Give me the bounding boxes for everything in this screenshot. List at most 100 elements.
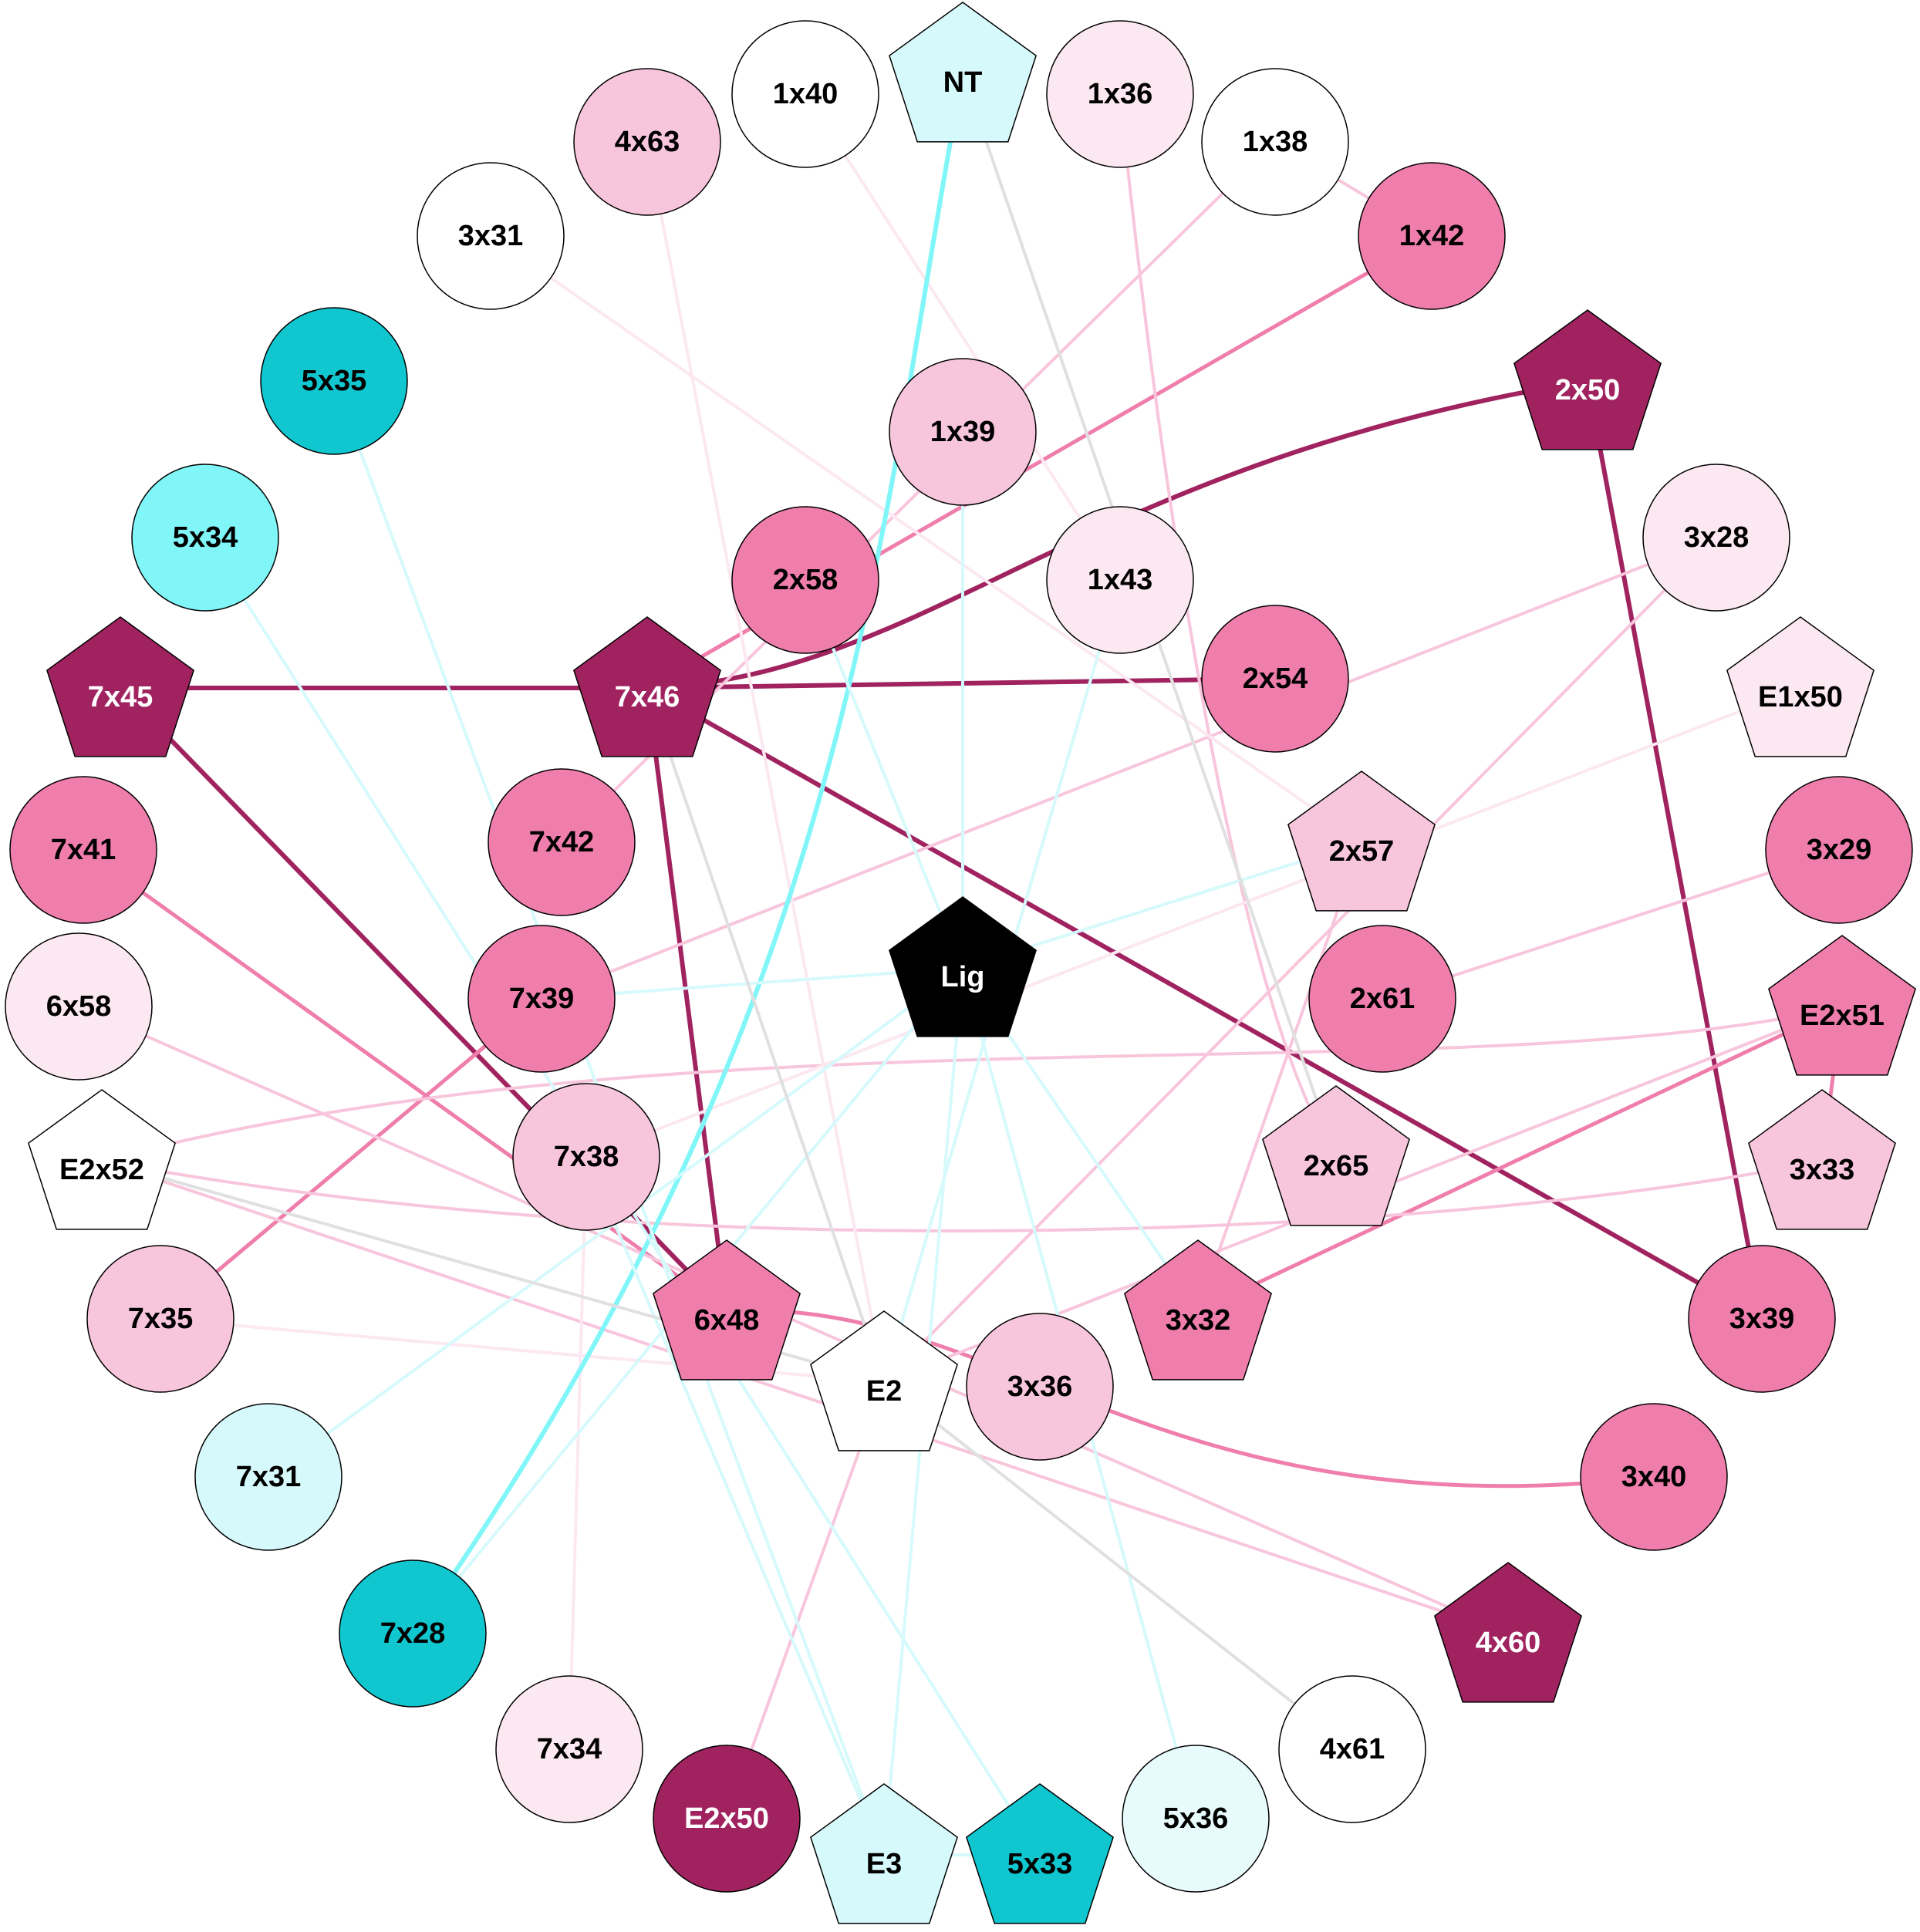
circle-shape [5, 932, 153, 1081]
node-7x28[interactable]: 7x28 [339, 1559, 487, 1708]
pentagon-shape [1124, 1239, 1272, 1381]
circle-shape [467, 925, 616, 1073]
circle-shape [1688, 1245, 1836, 1393]
node-E2x50[interactable]: E2x50 [653, 1745, 801, 1893]
node-3x39[interactable]: 3x39 [1688, 1245, 1836, 1393]
node-label: 6x58 [46, 990, 112, 1023]
edge-7x46-E2 [646, 686, 886, 1384]
circle-shape [512, 1083, 660, 1231]
node-2x61[interactable]: 2x61 [1308, 925, 1456, 1073]
edge-3x28-E2 [882, 536, 1718, 1384]
edge-1x36-2x65 [1119, 93, 1338, 1158]
pentagon-shape [573, 616, 721, 757]
node-label: 4x60 [1476, 1627, 1541, 1659]
node-5x33[interactable]: 5x33 [966, 1783, 1114, 1924]
node-label: 3x33 [1790, 1154, 1855, 1186]
node-2x57[interactable]: 2x57 [1287, 770, 1436, 912]
node-2x65[interactable]: 2x65 [1262, 1085, 1410, 1226]
node-label: 7x45 [88, 681, 154, 713]
node-label: 2x58 [773, 564, 839, 596]
node-label: 5x34 [173, 521, 238, 554]
node-label: E1x50 [1758, 681, 1843, 713]
node-6x48[interactable]: 6x48 [653, 1239, 801, 1381]
pentagon-shape [889, 2, 1037, 143]
circle-shape [417, 162, 565, 310]
node-E3[interactable]: E3 [810, 1783, 958, 1924]
node-3x28[interactable]: 3x28 [1642, 464, 1790, 612]
node-7x42[interactable]: 7x42 [488, 768, 636, 916]
pentagon-shape [1287, 770, 1436, 912]
node-E1x50[interactable]: E1x50 [1726, 616, 1874, 757]
edge-NT-7x28 [410, 71, 965, 1636]
edge-E2x52-3x33 [100, 1159, 1824, 1232]
node-E2x51[interactable]: E2x51 [1768, 935, 1916, 1076]
circle-shape [1580, 1403, 1728, 1551]
node-3x33[interactable]: 3x33 [1748, 1089, 1896, 1230]
node-label: 7x42 [529, 826, 595, 858]
circle-shape [131, 464, 279, 612]
node-7x34[interactable]: 7x34 [495, 1675, 643, 1823]
node-7x35[interactable]: 7x35 [86, 1245, 235, 1393]
node-label: 7x39 [509, 983, 575, 1015]
edge-E1x50-7x38 [585, 686, 1802, 1158]
node-NT[interactable]: NT [889, 2, 1037, 143]
node-3x29[interactable]: 3x29 [1765, 776, 1913, 924]
node-1x40[interactable]: 1x40 [731, 20, 879, 168]
node-label: 3x39 [1729, 1303, 1795, 1335]
node-5x34[interactable]: 5x34 [131, 464, 279, 612]
node-1x43[interactable]: 1x43 [1046, 506, 1194, 654]
node-label: NT [943, 66, 983, 99]
node-label: 7x46 [615, 681, 680, 713]
node-label: 3x32 [1166, 1304, 1231, 1337]
edge-7x34-7x38 [568, 1155, 588, 1751]
edge-7x46-3x39 [645, 686, 1764, 1321]
node-2x50[interactable]: 2x50 [1513, 309, 1662, 450]
node-7x31[interactable]: 7x31 [194, 1403, 342, 1551]
edge-E2-E2x50 [725, 1381, 886, 1820]
node-1x42[interactable]: 1x42 [1358, 162, 1506, 310]
node-4x63[interactable]: 4x63 [573, 68, 721, 216]
node-label: 3x29 [1807, 834, 1872, 866]
node-7x39[interactable]: 7x39 [467, 925, 616, 1073]
pentagon-shape [810, 1310, 958, 1452]
node-7x45[interactable]: 7x45 [46, 616, 194, 757]
node-4x61[interactable]: 4x61 [1278, 1675, 1426, 1823]
node-3x32[interactable]: 3x32 [1124, 1239, 1272, 1381]
node-Lig[interactable]: Lig [889, 896, 1037, 1037]
node-2x54[interactable]: 2x54 [1201, 605, 1349, 753]
node-E2x52[interactable]: E2x52 [28, 1089, 176, 1230]
node-1x38[interactable]: 1x38 [1201, 68, 1349, 216]
circle-shape [1358, 162, 1506, 310]
node-4x60[interactable]: 4x60 [1434, 1562, 1582, 1703]
node-1x36[interactable]: 1x36 [1046, 20, 1194, 168]
pentagon-shape [1748, 1089, 1896, 1230]
node-1x39[interactable]: 1x39 [889, 358, 1037, 506]
node-label: 5x33 [1007, 1848, 1073, 1880]
node-3x36[interactable]: 3x36 [966, 1313, 1114, 1461]
node-6x58[interactable]: 6x58 [5, 932, 153, 1081]
node-3x40[interactable]: 3x40 [1580, 1403, 1728, 1551]
edge-2x50-3x39 [1585, 379, 1764, 1321]
circle-shape [1122, 1745, 1270, 1893]
node-3x31[interactable]: 3x31 [417, 162, 565, 310]
node-2x58[interactable]: 2x58 [731, 506, 879, 654]
node-E2[interactable]: E2 [810, 1310, 958, 1452]
pentagon-shape [1726, 616, 1874, 757]
node-label: 1x42 [1399, 220, 1465, 252]
circle-shape [495, 1675, 643, 1823]
edge-7x41-6x48 [81, 848, 729, 1313]
circle-shape [488, 768, 636, 916]
edge-E2-4x61 [882, 1381, 1354, 1751]
edge-3x29-2x61 [1381, 848, 1841, 1000]
node-7x46[interactable]: 7x46 [573, 616, 721, 757]
node-label: 3x40 [1621, 1461, 1687, 1493]
circle-shape [1201, 605, 1349, 753]
node-label: E3 [866, 1848, 902, 1880]
node-7x38[interactable]: 7x38 [512, 1083, 660, 1231]
node-5x35[interactable]: 5x35 [260, 307, 408, 455]
node-7x41[interactable]: 7x41 [9, 776, 157, 924]
node-5x36[interactable]: 5x36 [1122, 1745, 1270, 1893]
node-label: 4x63 [615, 126, 680, 158]
pentagon-shape [46, 616, 194, 757]
node-label: 3x31 [458, 220, 524, 252]
